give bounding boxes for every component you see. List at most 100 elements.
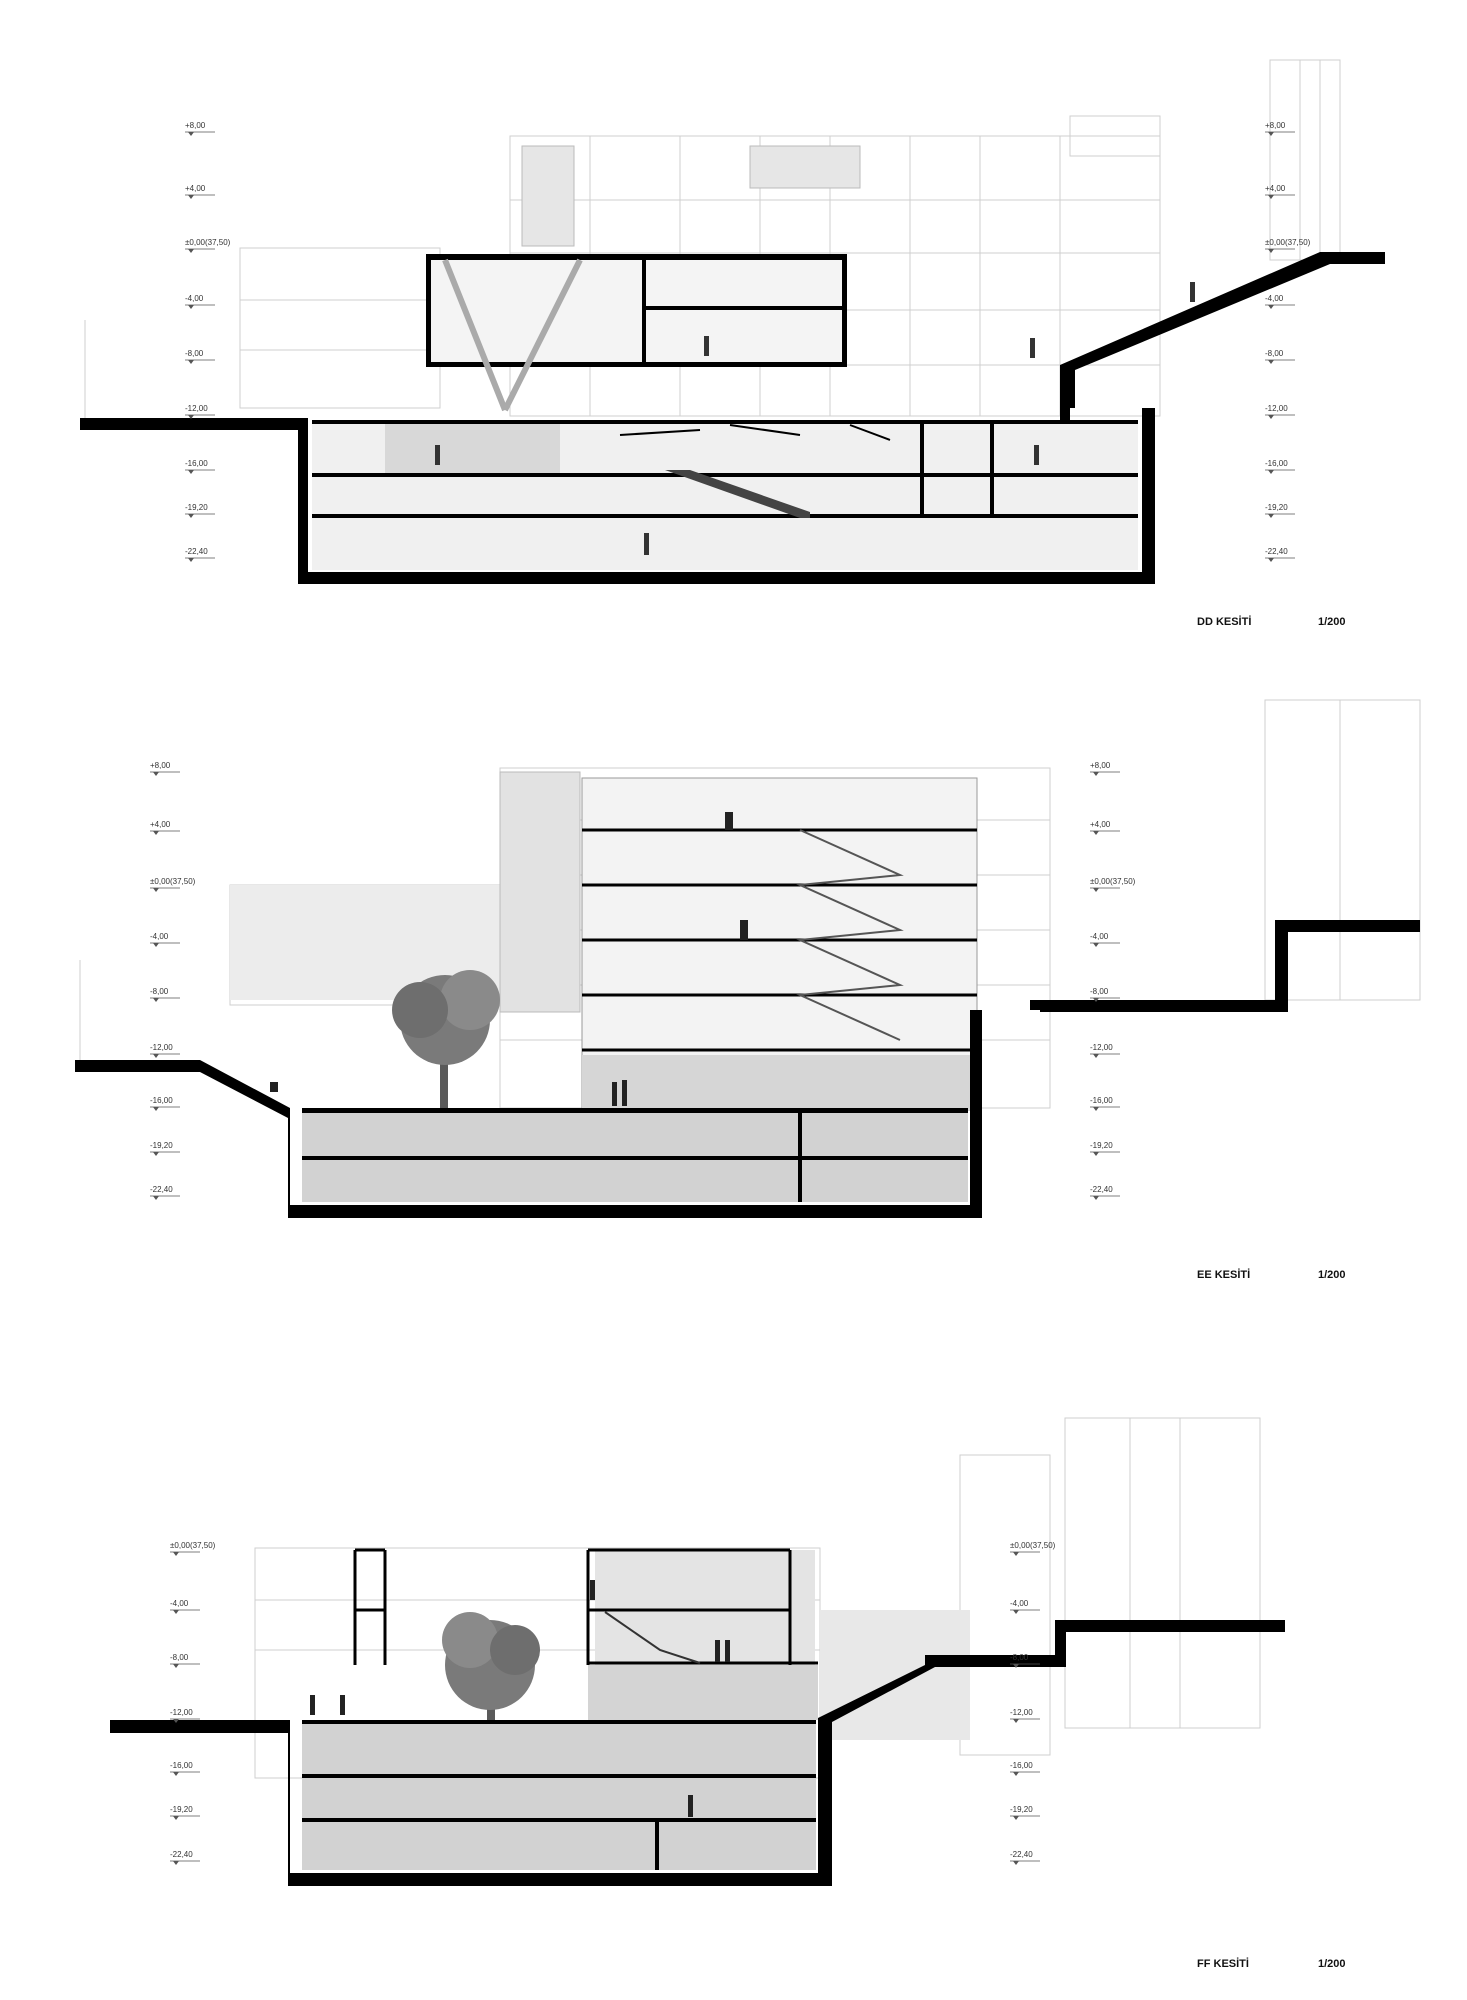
ff-people-silhouettes xyxy=(310,1580,730,1817)
ee-level-marker-icon xyxy=(153,888,159,892)
dd-levels-right: +8,00 +4,00 ±0,00(37,50) -4,00 -8,00 -12,00 -1… xyxy=(1265,121,1311,562)
ee-level-marker-icon xyxy=(1093,772,1099,776)
ff-level-label-left: -4,00 xyxy=(170,1599,189,1608)
ee-level-label-right: -8,00 xyxy=(1090,987,1109,996)
section-ff: ±0,00(37,50)-4,00-8,00-12,00-16,00-19,20… xyxy=(110,1417,1346,1970)
dd-level-marker-icon xyxy=(1268,558,1274,562)
dd-basement xyxy=(312,420,1138,570)
ff-level-marker-icon xyxy=(173,1772,179,1776)
ff-rear-volume xyxy=(820,1610,970,1740)
ee-level-marker-icon xyxy=(1093,943,1099,947)
ff-level-label-left: ±0,00(37,50) xyxy=(170,1541,216,1550)
dd-level-marker-icon xyxy=(188,132,194,136)
dd-facade-screen xyxy=(521,145,575,247)
dd-level-marker-icon xyxy=(1268,360,1274,364)
dd-level-label-left: -19,20 xyxy=(185,503,208,512)
ee-level-label-left: +4,00 xyxy=(150,820,171,829)
ff-level-marker-icon xyxy=(173,1816,179,1820)
ff-level-marker-icon xyxy=(1013,1719,1019,1723)
section-dd: +8,00 +4,00 ±0,00(37,50) -4,00 -8,00 -12,00 -1… xyxy=(80,59,1385,628)
ff-title: FF KESİTİ xyxy=(1197,1957,1249,1970)
dd-level-label-right: -16,00 xyxy=(1265,459,1288,468)
ee-tree xyxy=(392,970,500,1115)
dd-level-label-left: +8,00 xyxy=(185,121,206,130)
dd-level-label-right: +8,00 xyxy=(1265,121,1286,130)
dd-level-label-left: +4,00 xyxy=(185,184,206,193)
dd-level-marker-icon xyxy=(188,195,194,199)
ee-level-label-right: -16,00 xyxy=(1090,1096,1113,1105)
ee-level-marker-icon xyxy=(1093,831,1099,835)
section-ee: +8,00+4,00±0,00(37,50)-4,00-8,00-12,00-1… xyxy=(75,699,1421,1281)
dd-level-marker-icon xyxy=(188,249,194,253)
dd-level-marker-icon xyxy=(188,415,194,419)
ee-level-label-left: ±0,00(37,50) xyxy=(150,877,196,886)
ff-level-marker-icon xyxy=(173,1664,179,1668)
ee-level-label-right: -19,20 xyxy=(1090,1141,1113,1150)
ee-level-marker-icon xyxy=(153,831,159,835)
ee-scale: 1/200 xyxy=(1318,1269,1346,1281)
ff-basement xyxy=(302,1720,816,1870)
dd-level-marker-icon xyxy=(188,470,194,474)
dd-level-label-right: -8,00 xyxy=(1265,349,1284,358)
dd-level-marker-icon xyxy=(1268,305,1274,309)
ff-levels-left: ±0,00(37,50)-4,00-8,00-12,00-16,00-19,20… xyxy=(170,1541,216,1865)
ee-level-marker-icon xyxy=(1093,1152,1099,1156)
dd-level-marker-icon xyxy=(188,514,194,518)
dd-level-marker-icon xyxy=(1268,514,1274,518)
dd-level-label-left: -4,00 xyxy=(185,294,204,303)
ee-level-label-left: -12,00 xyxy=(150,1043,173,1052)
ee-screen-tower xyxy=(499,771,581,1013)
ee-levels-right: +8,00+4,00±0,00(37,50)-4,00-8,00-12,00-1… xyxy=(1090,761,1136,1200)
dd-level-marker-icon xyxy=(1268,132,1274,136)
ee-level-label-left: -16,00 xyxy=(150,1096,173,1105)
ff-level-marker-icon xyxy=(1013,1816,1019,1820)
ff-level-label-left: -22,40 xyxy=(170,1850,193,1859)
ee-level-marker-icon xyxy=(153,772,159,776)
ee-basement xyxy=(302,1108,968,1202)
dd-level-label-left: -8,00 xyxy=(185,349,204,358)
ee-levels-left: +8,00+4,00±0,00(37,50)-4,00-8,00-12,00-1… xyxy=(150,761,196,1200)
ee-level-marker-icon xyxy=(153,1152,159,1156)
ee-level-marker-icon xyxy=(1093,1054,1099,1058)
ff-level-marker-icon xyxy=(1013,1610,1019,1614)
dd-level-marker-icon xyxy=(1268,195,1274,199)
ff-level-label-left: -8,00 xyxy=(170,1653,189,1662)
ee-level-marker-icon xyxy=(1093,998,1099,1002)
ee-ground-cut xyxy=(75,920,1420,1218)
dd-upper-volume xyxy=(426,254,847,412)
ee-level-label-left: -22,40 xyxy=(150,1185,173,1194)
dd-level-label-left: -12,00 xyxy=(185,404,208,413)
ff-level-marker-icon xyxy=(173,1552,179,1556)
dd-level-label-right: -12,00 xyxy=(1265,404,1288,413)
dd-level-label-right: ±0,00(37,50) xyxy=(1265,238,1311,247)
ff-level-label-right: -12,00 xyxy=(1010,1708,1033,1717)
dd-level-label-right: -22,40 xyxy=(1265,547,1288,556)
ff-level-label-left: -12,00 xyxy=(170,1708,193,1717)
dd-facade-screen-2 xyxy=(749,145,861,189)
dd-title: DD KESİTİ xyxy=(1197,615,1251,628)
ff-level-marker-icon xyxy=(1013,1772,1019,1776)
ff-level-label-right: -8,00 xyxy=(1010,1653,1029,1662)
dd-level-marker-icon xyxy=(188,360,194,364)
ee-level-label-left: -4,00 xyxy=(150,932,169,941)
dd-ground-cut xyxy=(80,252,1385,584)
dd-level-marker-icon xyxy=(1268,249,1274,253)
ff-level-marker-icon xyxy=(1013,1664,1019,1668)
ee-title: EE KESİTİ xyxy=(1197,1268,1250,1281)
ee-level-label-left: -19,20 xyxy=(150,1141,173,1150)
dd-levels-left: +8,00 +4,00 ±0,00(37,50) -4,00 -8,00 -12,00 -1… xyxy=(185,121,231,562)
ff-level-marker-icon xyxy=(173,1861,179,1865)
dd-level-label-left: ±0,00(37,50) xyxy=(185,238,231,247)
ee-level-marker-icon xyxy=(153,943,159,947)
ee-level-label-right: -22,40 xyxy=(1090,1185,1113,1194)
ee-level-marker-icon xyxy=(1093,1107,1099,1111)
dd-level-label-right: -4,00 xyxy=(1265,294,1284,303)
dd-scale: 1/200 xyxy=(1318,616,1346,628)
dd-level-label-right: +4,00 xyxy=(1265,184,1286,193)
ee-level-marker-icon xyxy=(153,1054,159,1058)
ee-level-marker-icon xyxy=(153,998,159,1002)
ff-levels-right: ±0,00(37,50)-4,00-8,00-12,00-16,00-19,20… xyxy=(1010,1541,1056,1865)
dd-level-marker-icon xyxy=(1268,415,1274,419)
ff-level-label-right: -19,20 xyxy=(1010,1805,1033,1814)
ee-level-label-right: +4,00 xyxy=(1090,820,1111,829)
